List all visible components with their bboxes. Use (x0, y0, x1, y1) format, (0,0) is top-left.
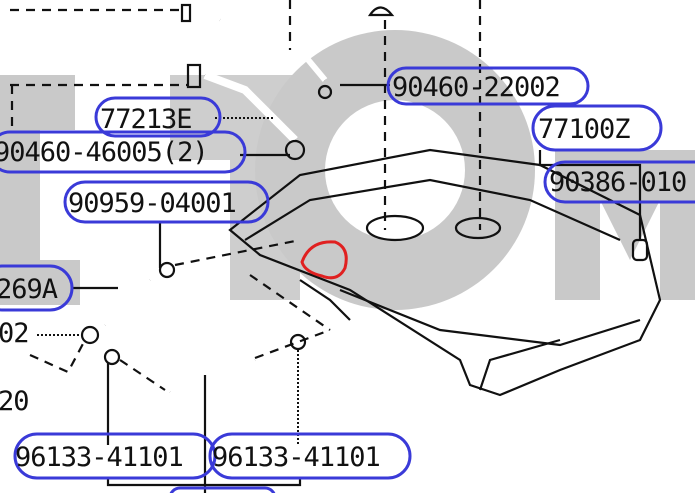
fuel-tank (228, 148, 662, 397)
part-label-96133-41101-left[interactable]: 96133-41101 (13, 432, 217, 480)
svg-text:77100Z: 77100Z (538, 114, 630, 145)
hoses (80, 3, 649, 406)
leader-lines (10, 0, 642, 493)
svg-text:96133-41101: 96133-41101 (15, 442, 183, 473)
svg-text:269A: 269A (0, 274, 58, 305)
svg-text:96133-41101: 96133-41101 (212, 442, 380, 473)
part-label-90460-46005[interactable]: 90460-46005(2) (0, 130, 247, 174)
part-label-77213E[interactable]: 77213E (94, 96, 222, 138)
part-label-90460-22002[interactable]: 90460-22002 (386, 66, 590, 106)
svg-text:90460-22002: 90460-22002 (392, 72, 560, 103)
svg-text:90460-46005(2): 90460-46005(2) (0, 137, 208, 168)
part-label-90959-04001[interactable]: 90959-04001 (63, 180, 270, 224)
part-label-77100Z[interactable]: 77100Z (531, 104, 663, 152)
svg-text:90386-010: 90386-010 (549, 167, 686, 198)
part-label-20: 20 (0, 386, 29, 417)
part-label-02: 02 (0, 318, 29, 349)
part-label-cut-off[interactable] (169, 486, 276, 493)
part-label-90386-010[interactable]: 90386-010 (543, 160, 695, 204)
part-label-96133-41101-right[interactable]: 96133-41101 (208, 432, 412, 480)
svg-text:77213E: 77213E (100, 104, 192, 135)
highlight-marker-circle (300, 240, 348, 280)
part-label-269A[interactable]: 269A (0, 264, 74, 312)
svg-text:90959-04001: 90959-04001 (68, 188, 236, 219)
